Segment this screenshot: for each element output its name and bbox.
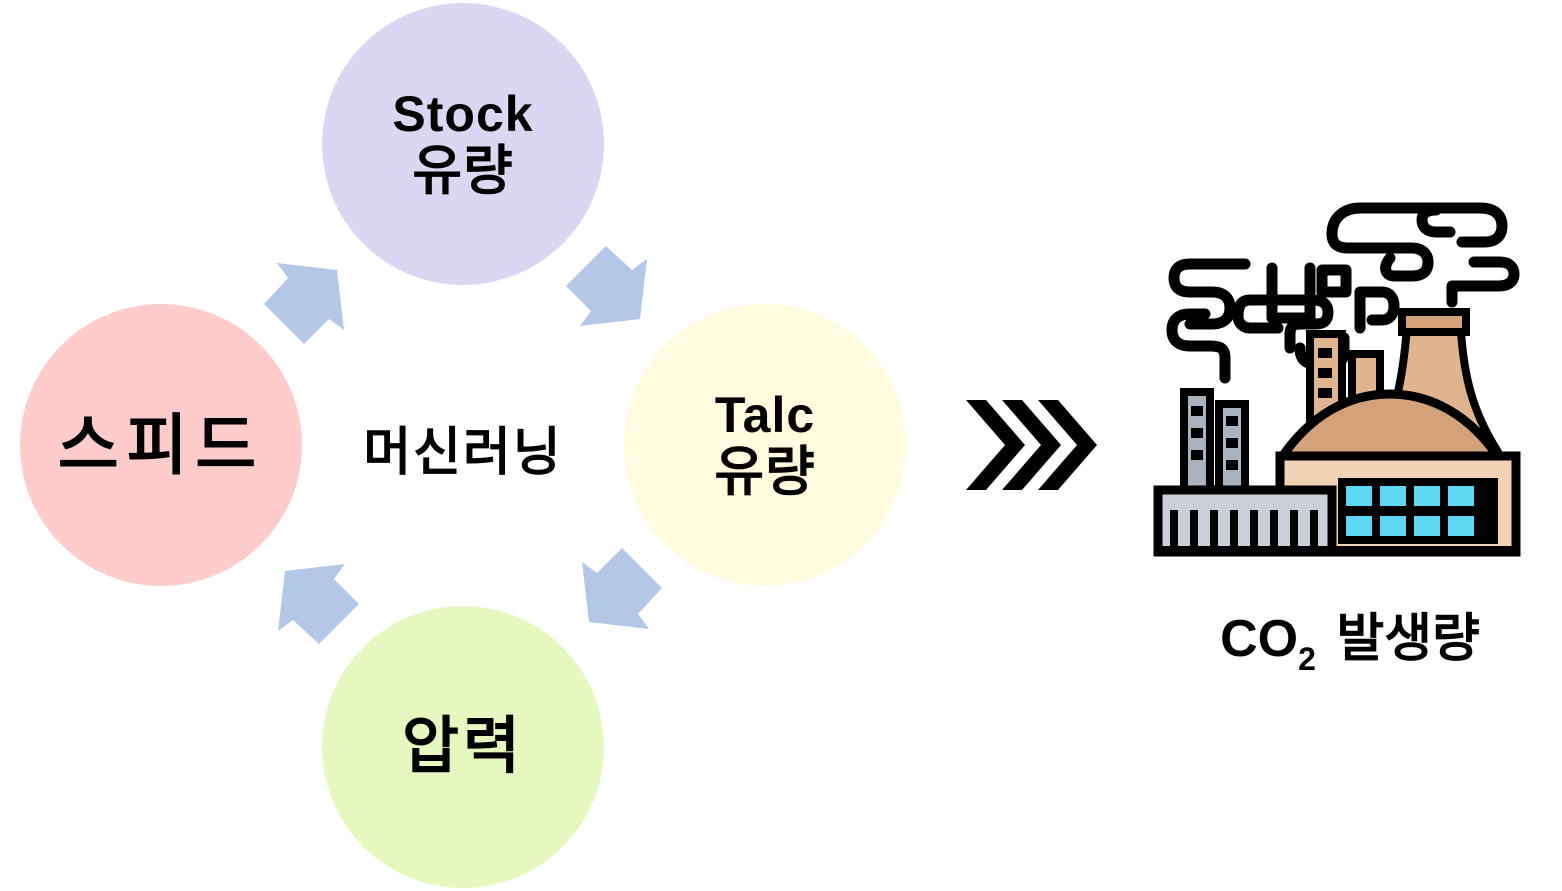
node-pressure-label: 압력 <box>401 711 525 781</box>
triple-chevron-icon <box>966 400 1097 490</box>
node-stock-subtitle: 유량 <box>412 140 514 201</box>
node-talc-title: Talc <box>714 386 816 443</box>
node-stock-title: Stock <box>392 85 534 142</box>
output-label-subscript: 2 <box>1298 641 1316 677</box>
node-talc-subtitle: 유량 <box>714 441 816 502</box>
arrow-stock-to-talc <box>566 246 647 326</box>
node-speed: 스피드 <box>20 304 302 586</box>
node-stock-flow: Stock 유량 <box>322 3 604 285</box>
output-label-emission: 발생량 <box>1336 610 1480 668</box>
node-pressure: 압력 <box>322 606 604 888</box>
center-label: 머신러닝 <box>363 424 563 482</box>
output-label-co: CO <box>1220 610 1299 668</box>
output-label: CO2 발생량 <box>1160 596 1540 677</box>
arrow-talc-to-pressure <box>582 548 662 629</box>
node-speed-label: 스피드 <box>57 407 265 482</box>
factory-emissions-icon <box>1153 202 1521 557</box>
arrow-pressure-to-speed <box>278 564 359 644</box>
arrow-speed-to-stock <box>264 263 344 344</box>
node-talc-flow: Talc 유량 <box>624 304 906 586</box>
